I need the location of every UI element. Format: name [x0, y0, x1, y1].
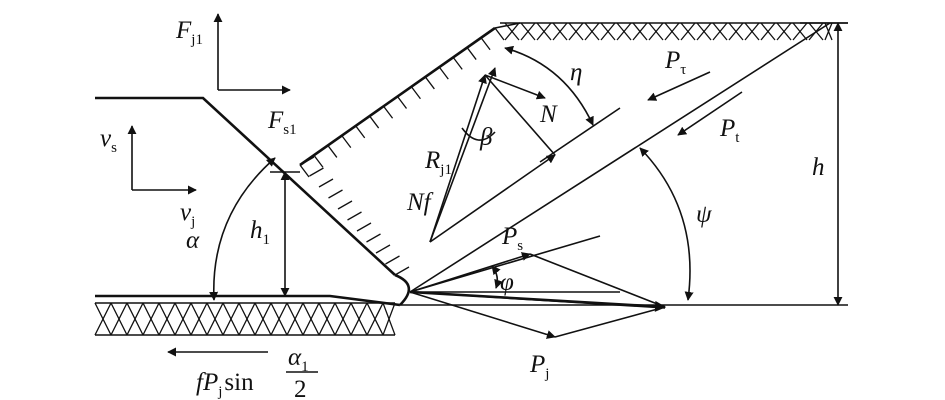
wedge-upper-face [299, 22, 521, 276]
label-eta: η [570, 59, 582, 86]
label-Rj1: Rj1 [424, 147, 452, 178]
label-phi: φ [500, 269, 514, 296]
label-h: h [812, 154, 825, 181]
label-Fj1: Fj1 [175, 17, 203, 48]
label-Pj: Pj [529, 351, 549, 382]
label-psi: ψ [696, 201, 712, 228]
pt-arrow [677, 91, 743, 136]
label-N: N [539, 101, 558, 128]
label-friction-expression: fPjsin α1 2 [196, 344, 318, 400]
label-Pt: Pt [719, 115, 740, 146]
label-Ps: Ps [501, 223, 523, 254]
force-polygon [429, 45, 621, 243]
label-Nf: Nf [406, 189, 434, 216]
p-tau-arrow [647, 71, 711, 101]
velocity-axes [127, 125, 197, 195]
svg-text:fPjsin: fPjsin [196, 369, 254, 400]
alpha-arc [209, 157, 276, 301]
ground-hatch-top-right [500, 22, 848, 41]
svg-text:α1: α1 [288, 344, 309, 375]
shear-plane-line [409, 22, 831, 293]
label-Fs1: Fs1 [267, 107, 297, 138]
label-alpha: α [186, 227, 200, 254]
label-h1: h1 [250, 217, 270, 248]
force-axes [213, 13, 291, 95]
tip-force-vectors [409, 235, 667, 339]
label-Ptau: Pτ [664, 47, 686, 78]
label-vj: vj [180, 199, 195, 230]
h-dimension [800, 22, 848, 306]
h1-dimension [270, 171, 300, 297]
psi-arc [639, 147, 694, 301]
label-beta: β [479, 124, 493, 151]
ground-hatch-left [94, 302, 396, 336]
label-vs: vs [100, 125, 117, 156]
svg-text:2: 2 [294, 376, 307, 400]
